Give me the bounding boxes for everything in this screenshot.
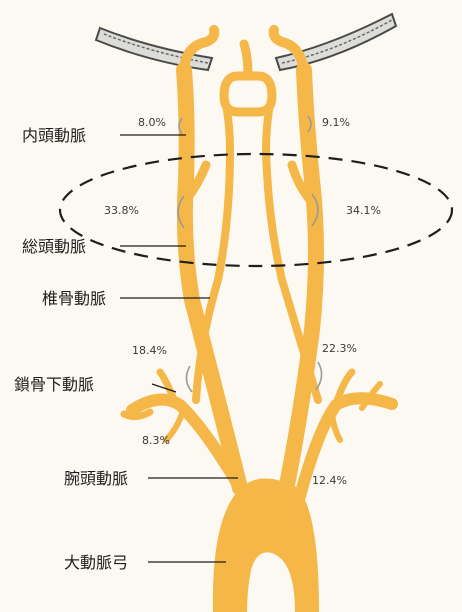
pct-left-subclavian: 8.3% bbox=[142, 434, 170, 447]
pct-right-internal: 9.1% bbox=[322, 116, 350, 129]
pct-left-vertebral: 18.4% bbox=[132, 344, 167, 357]
pct-right-vertebral: 22.3% bbox=[322, 342, 357, 355]
label-vertebral: 椎骨動脈 bbox=[42, 289, 106, 308]
pct-right-bifurcation: 34.1% bbox=[346, 204, 381, 217]
pct-brachiocephalic: 12.4% bbox=[312, 474, 347, 487]
label-aortic-arch: 大動脈弓 bbox=[64, 553, 128, 572]
basilar-top bbox=[244, 44, 248, 76]
pct-left-internal: 8.0% bbox=[138, 116, 166, 129]
pct-left-bifurcation: 33.8% bbox=[104, 204, 139, 217]
label-subclavian: 鎖骨下動脈 bbox=[14, 375, 94, 394]
label-internal-carotid: 内頭動脈 bbox=[22, 126, 86, 145]
label-brachiocephalic: 腕頭動脈 bbox=[64, 469, 128, 488]
label-common-carotid: 総頭動脈 bbox=[22, 237, 86, 256]
